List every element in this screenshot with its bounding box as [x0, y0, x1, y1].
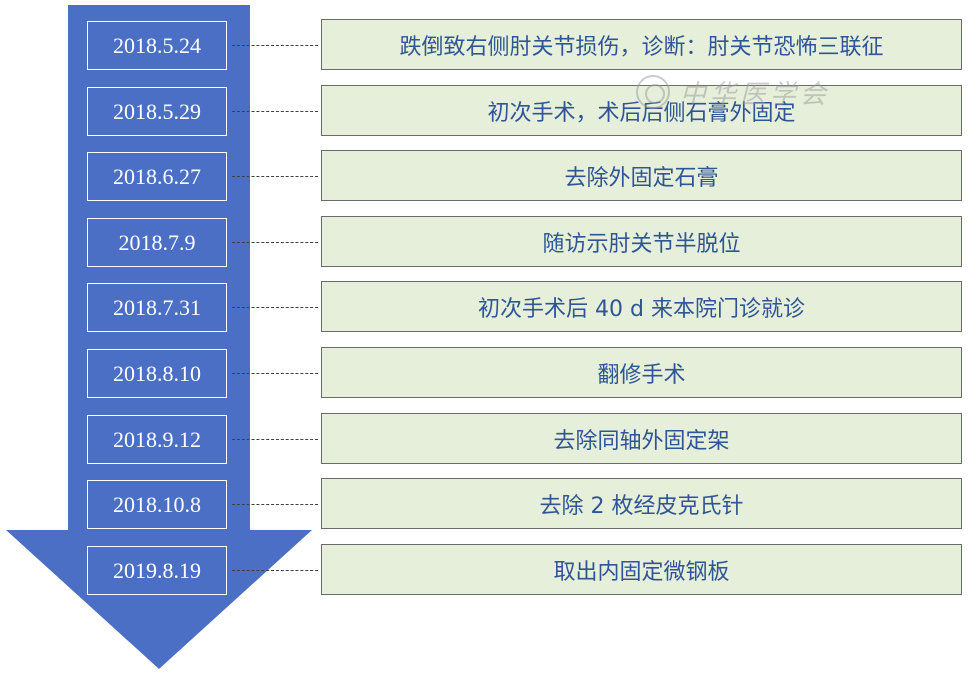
timeline-event: 跌倒致右侧肘关节损伤，诊断：肘关节恐怖三联征 [321, 19, 962, 70]
timeline-event: 取出内固定微钢板 [321, 544, 962, 595]
timeline-event: 随访示肘关节半脱位 [321, 216, 962, 267]
timeline-connector [232, 307, 318, 308]
timeline-event: 翻修手术 [321, 347, 962, 398]
timeline-event: 初次手术，术后后侧石膏外固定 [321, 85, 962, 136]
timeline-connector [232, 45, 318, 46]
timeline-date: 2018.5.24 [87, 21, 227, 70]
timeline-connector [232, 111, 318, 112]
timeline-connector [232, 176, 318, 177]
timeline-date: 2018.7.9 [87, 218, 227, 267]
timeline-date: 2018.5.29 [87, 87, 227, 136]
timeline-connector [232, 504, 318, 505]
timeline-date: 2018.8.10 [87, 349, 227, 398]
timeline-date: 2018.7.31 [87, 283, 227, 332]
timeline-connector [232, 242, 318, 243]
timeline-event: 去除同轴外固定架 [321, 413, 962, 464]
timeline-connector [232, 439, 318, 440]
timeline-date: 2018.9.12 [87, 415, 227, 464]
timeline-connector [232, 373, 318, 374]
timeline-event: 去除 2 枚经皮克氏针 [321, 478, 962, 529]
timeline-date: 2018.6.27 [87, 152, 227, 201]
timeline-date: 2019.8.19 [87, 546, 227, 595]
timeline-event: 初次手术后 40 d 来本院门诊就诊 [321, 281, 962, 332]
arrow-shape [6, 5, 312, 669]
timeline-connector [232, 570, 318, 571]
timeline-date: 2018.10.8 [87, 480, 227, 529]
timeline-event: 去除外固定石膏 [321, 150, 962, 201]
